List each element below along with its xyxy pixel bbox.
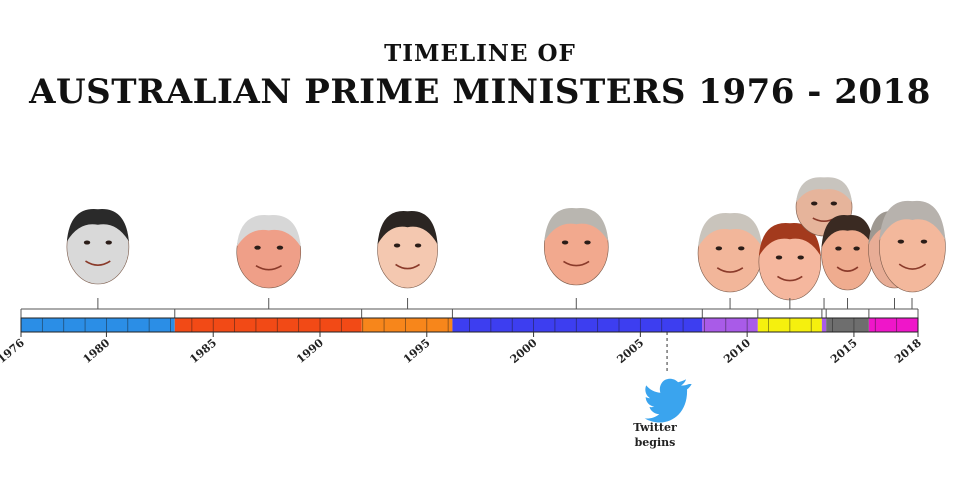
keating-portrait-eye-right: [414, 243, 422, 248]
howard-portrait-eye-left: [561, 240, 569, 245]
rudd-2013-portrait-eye-right: [830, 201, 838, 206]
year-label-1980: 1980: [81, 336, 113, 366]
year-label-2018: 2018: [892, 336, 924, 366]
twitter-label: Twitter begins: [620, 420, 690, 450]
morrison-portrait: [879, 200, 946, 293]
timeline-bar: [20, 317, 919, 333]
abbott-portrait: [821, 215, 874, 291]
morrison-portrait-hair: [879, 200, 946, 241]
morrison-portrait-eye-right: [920, 239, 928, 244]
rudd-portrait-hair: [698, 212, 763, 248]
year-labels: 1976 1980 1985 1990 1995 2000 2005 2010 2015 2018: [0, 332, 924, 366]
term-segment-4: [452, 318, 703, 332]
abbott-portrait-hair: [821, 215, 874, 248]
term-segment-9: [868, 318, 918, 332]
bar-outline: [20, 317, 919, 333]
term-segment-7: [821, 318, 827, 332]
fraser-portrait-mouth: [85, 260, 111, 266]
term-segment-8: [826, 318, 869, 332]
rudd-portrait-mouth: [716, 267, 744, 273]
hawke-portrait-eye-left: [254, 245, 261, 250]
rudd-portrait: [697, 212, 763, 293]
year-label-2015: 2015: [828, 336, 860, 366]
term-segment-2: [174, 318, 362, 332]
fraser-portrait: [66, 209, 130, 285]
abbott-portrait-eye-right: [853, 246, 860, 251]
title-line-1: TIMELINE OF: [384, 40, 576, 67]
keating-portrait-mouth: [395, 263, 421, 270]
year-label-1990: 1990: [294, 336, 326, 366]
fraser-portrait-eye-left: [83, 240, 91, 245]
gillard-portrait-eye-left: [775, 255, 783, 260]
abbott-portrait-eye-left: [835, 246, 842, 251]
hawke-portrait: [236, 215, 302, 289]
hawke-portrait-eye-right: [276, 245, 284, 250]
rudd-portrait-eye-left: [715, 246, 723, 251]
term-brackets: [20, 298, 919, 318]
hawke-portrait-mouth: [255, 264, 282, 271]
howard-portrait-eye-right: [584, 240, 591, 245]
rudd-2013-portrait-hair: [796, 177, 853, 203]
morrison-portrait-mouth: [898, 263, 927, 270]
title-line-2: AUSTRALIAN PRIME MINISTERS 1976 - 2018: [29, 72, 931, 112]
year-label-1995: 1995: [401, 336, 433, 366]
twitter-bird-shape: [644, 378, 692, 423]
rudd-2013-portrait-eye-left: [811, 201, 818, 206]
fraser-portrait-hair: [66, 209, 129, 242]
keating-portrait-eye-left: [393, 243, 401, 248]
year-label-1985: 1985: [187, 336, 219, 366]
year-label-2000: 2000: [508, 336, 540, 366]
fraser-portrait-eye-right: [105, 240, 112, 245]
year-label-2005: 2005: [614, 336, 646, 366]
twitter-label-line-2: begins: [634, 436, 676, 449]
keating-portrait: [377, 211, 438, 289]
gillard-portrait-hair: [758, 223, 821, 257]
year-label-2010: 2010: [721, 336, 753, 366]
morrison-portrait-eye-left: [897, 239, 905, 244]
portraits-layer: [66, 177, 946, 301]
twitter-marker: [644, 332, 692, 423]
howard-portrait: [543, 208, 609, 286]
twitter-label-line-1: Twitter: [633, 421, 677, 434]
year-label-1976: 1976: [0, 336, 27, 366]
hawke-portrait-hair: [236, 215, 301, 247]
term-segment-5: [702, 318, 758, 332]
howard-portrait-hair: [544, 208, 609, 242]
term-segment-1: [21, 318, 175, 332]
howard-portrait-mouth: [563, 260, 590, 267]
abbott-portrait-mouth: [836, 266, 859, 272]
rudd-portrait-eye-right: [738, 246, 745, 251]
gillard-portrait-eye-right: [797, 255, 804, 260]
gillard-portrait: [758, 223, 822, 301]
term-segment-3: [361, 318, 453, 332]
gillard-portrait-mouth: [777, 275, 803, 282]
twitter-bird-icon: [644, 378, 692, 423]
keating-portrait-hair: [377, 211, 438, 245]
